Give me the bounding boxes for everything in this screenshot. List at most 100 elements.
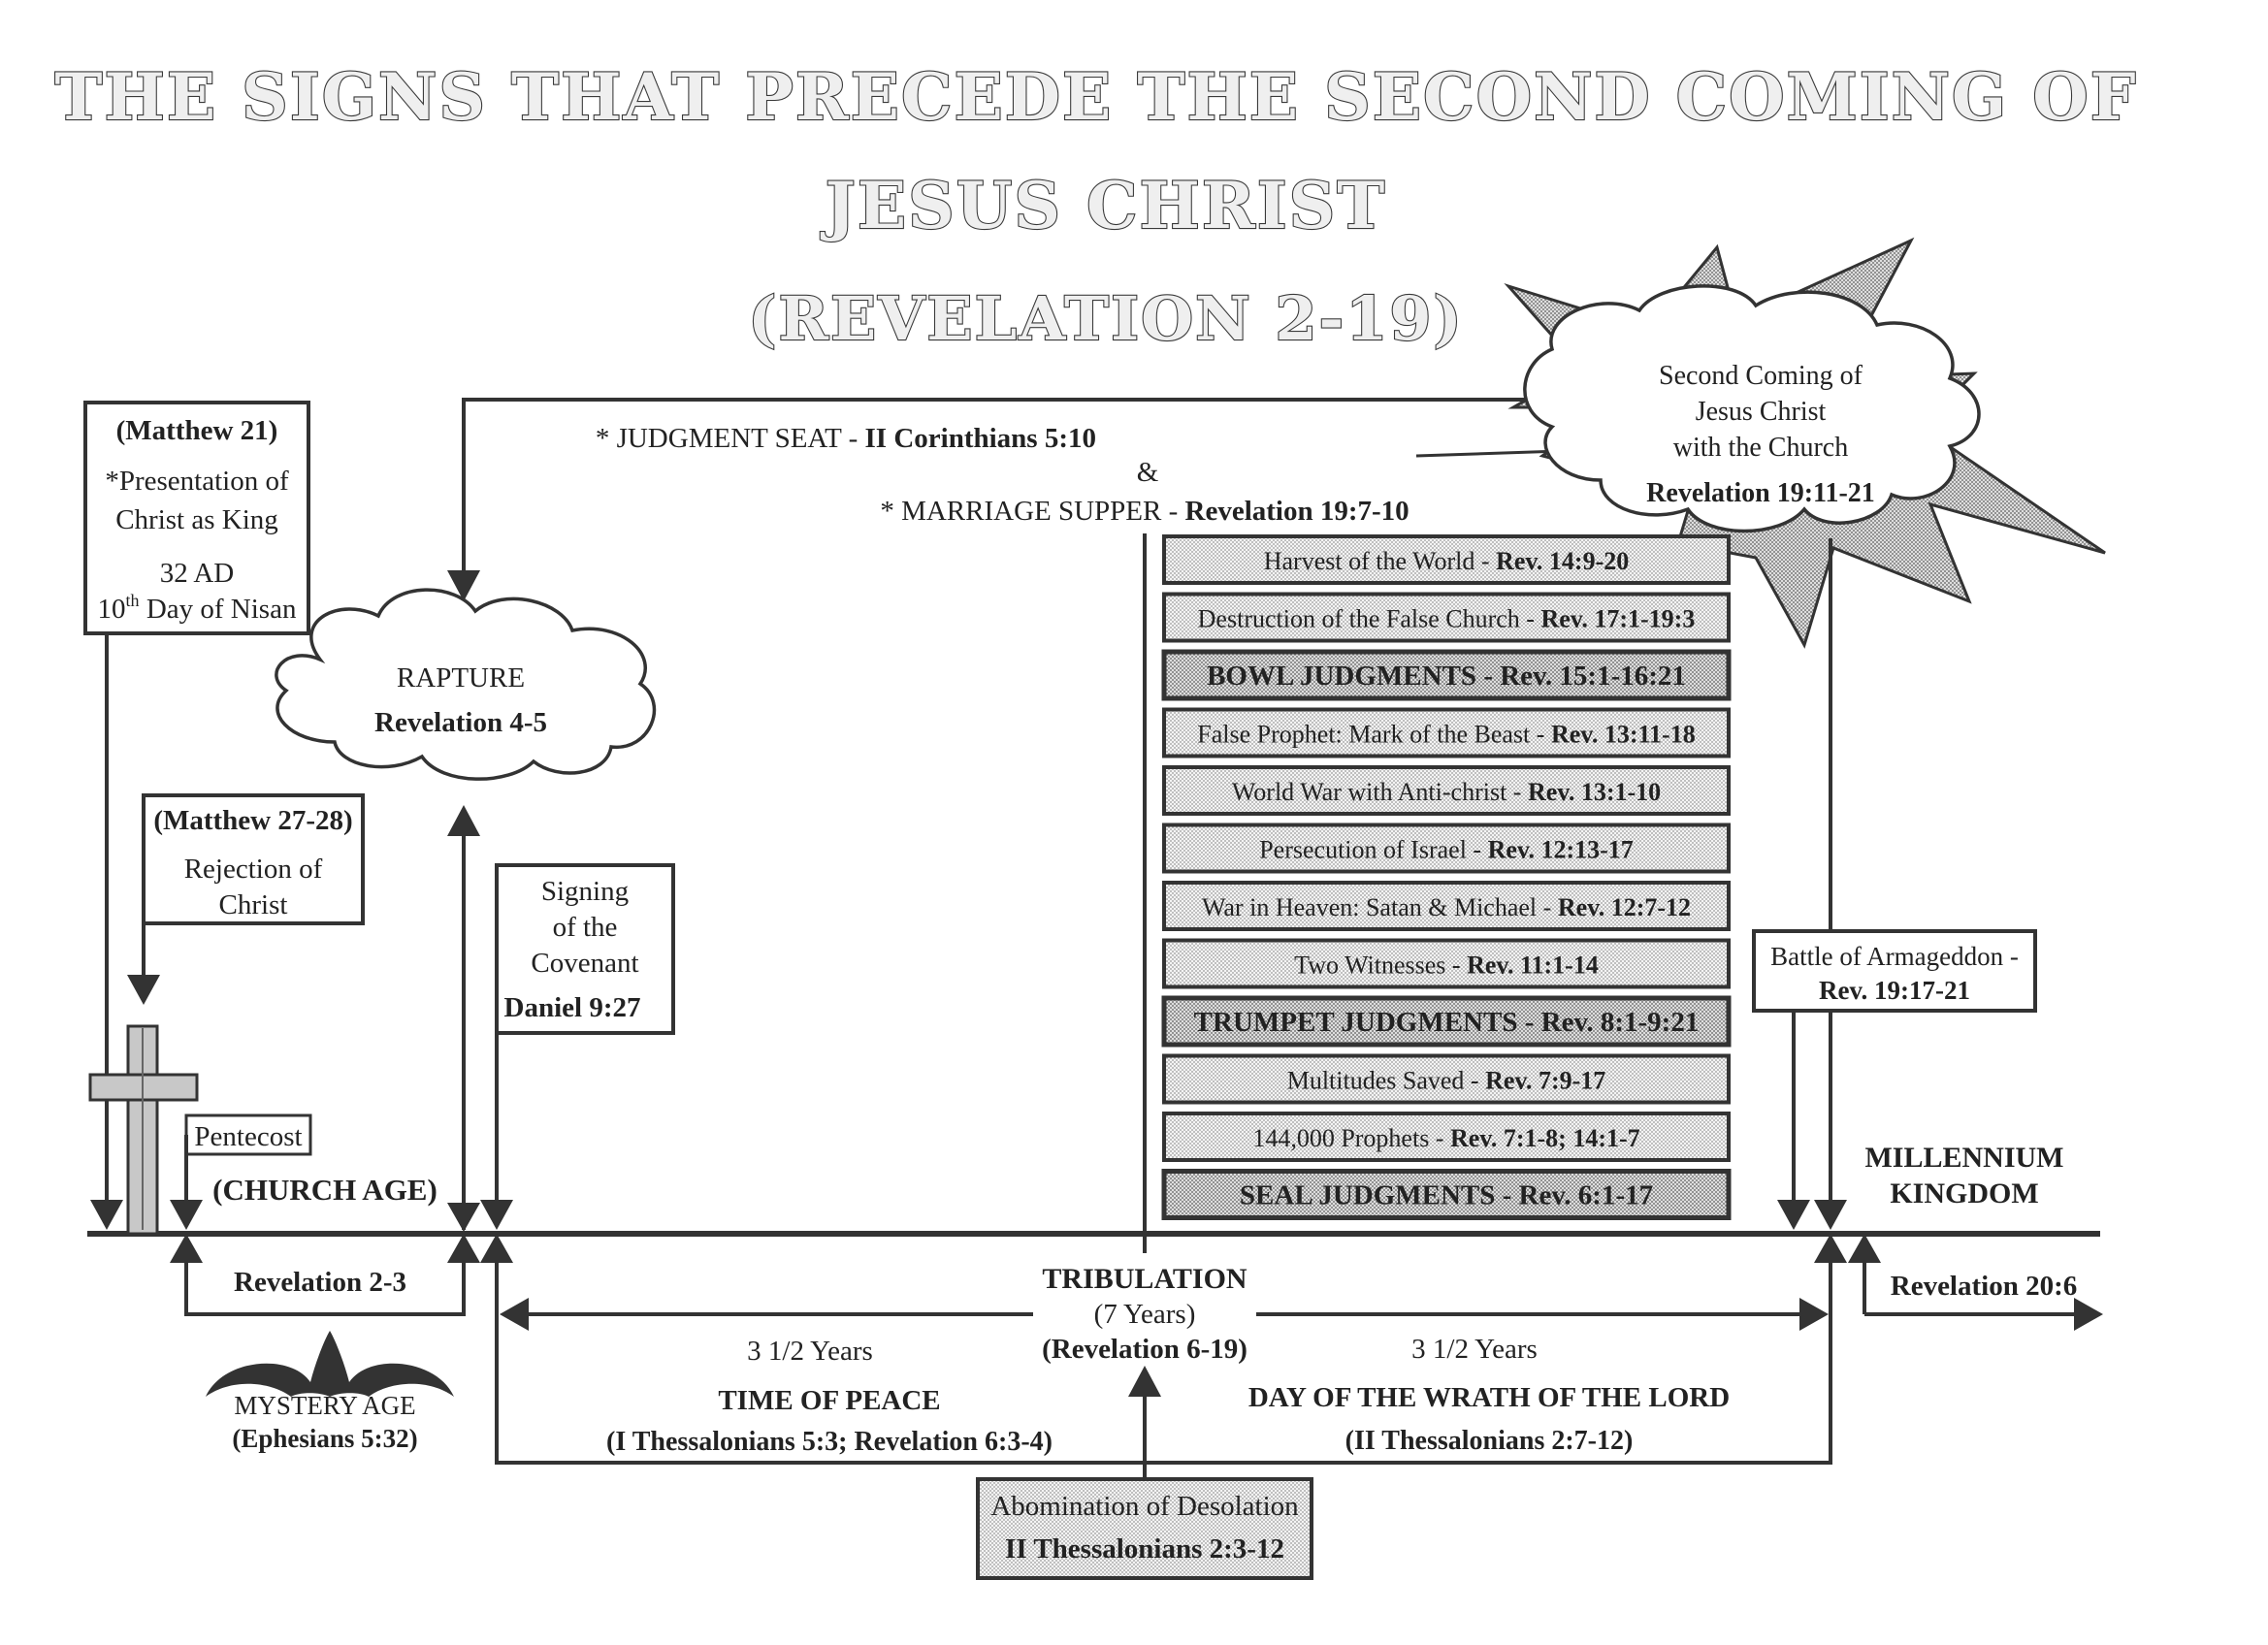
event-box-frame [1162,765,1731,816]
matthew-21-box [83,401,310,635]
second-coming-line-1: Second Coming of [1659,361,1863,391]
wrath-label: DAY OF THE WRATH OF THE LORD [1248,1382,1730,1413]
matthew-21-day-rest: Day of Nisan [140,594,297,625]
mystery-age-label: MYSTERY AGE [234,1391,415,1420]
matthew-21-ref: (Matthew 21) [116,415,278,446]
millennium-line-2: KINGDOM [1890,1177,2038,1210]
event-text: 144,000 Prophets - Rev. 7:1-8; 14:1-7 [1252,1124,1639,1152]
judgment-seat-text: * JUDGMENT SEAT - [596,423,865,454]
event-ref: Rev. 7:1-8; 14:1-7 [1450,1124,1640,1152]
first-half-years: 3 1/2 Years [747,1336,873,1367]
church-bracket-left-head [170,1234,203,1263]
matthew-21-line-4: 10th Day of Nisan [98,591,297,625]
event-box-frame [1162,938,1731,989]
millennium-up-arrow-head [1848,1234,1881,1263]
tribulation-ref: (Revelation 6-19) [1042,1334,1247,1365]
armageddon-arrow-head [1777,1200,1810,1230]
covenant-line-2: of the [553,912,618,943]
event-box: 144,000 Prophets - Rev. 7:1-8; 14:1-7 [1162,1112,1731,1162]
armageddon-box [1752,929,2037,1013]
rapture-label: RAPTURE [397,662,525,693]
church-bracket-right-head [447,1234,480,1263]
event-box: Two Witnesses - Rev. 11:1-14 [1162,938,1731,989]
event-box-frame [1162,534,1731,585]
matthew-27-line-1: Rejection of [184,854,323,885]
event-box: Destruction of the False Church - Rev. 1… [1162,592,1731,643]
mystery-age-brace [206,1331,454,1397]
event-label: War in Heaven: Satan & Michael - [1202,893,1558,921]
covenant-line-1: Signing [541,876,629,907]
event-box: Persecution of Israel - Rev. 12:13-17 [1162,822,1731,874]
event-label: 144,000 Prophets - [1252,1124,1450,1152]
event-box-frame [1162,822,1731,874]
covenant-line-3: Covenant [531,948,638,979]
armageddon-ref: Rev. 19:17-21 [1819,976,1970,1005]
tribulation-label: TRIBULATION [1042,1263,1247,1295]
second-half-years: 3 1/2 Years [1411,1334,1538,1365]
event-box-frame [1162,592,1731,643]
event-box: Harvest of the World - Rev. 14:9-20 [1162,534,1731,585]
church-age-label: (CHURCH AGE) [212,1173,437,1207]
rejection-arrow-head [127,975,160,1005]
second-coming-line-3: with the Church [1673,433,1848,463]
rapture-ref: Revelation 4-5 [374,707,547,738]
event-text: World War with Anti-christ - Rev. 13:1-1… [1232,778,1661,806]
rapture-down-arrow-head [447,1203,480,1232]
event-box: Multitudes Saved - Rev. 7:9-17 [1162,1053,1731,1105]
mystery-age-ref: (Ephesians 5:32) [232,1424,417,1453]
event-box: War in Heaven: Satan & Michael - Rev. 12… [1162,881,1731,931]
event-label: TRUMPET JUDGMENTS - [1194,1007,1541,1038]
marriage-supper-text: * MARRIAGE SUPPER - [880,496,1184,527]
matthew-21-line-1: *Presentation of [105,466,289,497]
matthew-27-box [142,793,365,925]
judgment-ampersand: & [1137,457,1159,488]
matthew-21-day-number: 10 [98,594,126,625]
event-ref: Rev. 15:1-16:21 [1500,661,1686,692]
judgment-star-connector [1415,449,1563,458]
event-label: World War with Anti-christ - [1232,778,1528,806]
event-box-frame [1162,1112,1731,1162]
event-text: Two Witnesses - Rev. 11:1-14 [1294,952,1599,980]
event-text: Destruction of the False Church - Rev. 1… [1198,605,1696,633]
event-label: SEAL JUDGMENTS - [1240,1180,1519,1211]
second-coming-line-2: Jesus Christ [1696,397,1827,427]
matthew-21-line-3: 32 AD [160,558,235,589]
marriage-supper-label: * MARRIAGE SUPPER - Revelation 19:7-10 [880,496,1409,527]
event-box: BOWL JUDGMENTS - Rev. 15:1-16:21 [1161,649,1732,701]
second-coming-ref: Revelation 19:11-21 [1646,478,1875,508]
judgment-seat-ref: II Corinthians 5:10 [865,423,1097,454]
time-of-peace-ref: (I Thessalonians 5:3; Revelation 6:3-4) [606,1427,1053,1457]
millennium-arrow-head [2074,1298,2103,1331]
title-line-1: THE SIGNS THAT PRECEDE THE SECOND COMING… [54,59,2137,135]
event-ref: Rev. 7:9-17 [1485,1067,1605,1095]
judgment-arrow-head [447,570,480,601]
event-text: Multitudes Saved - Rev. 7:9-17 [1287,1067,1606,1095]
title-line-2: JESUS CHRIST [821,168,1387,243]
covenant-arrow-head [480,1200,513,1230]
tribulation-span-right-head [1799,1298,1829,1331]
event-text: Harvest of the World - Rev. 14:9-20 [1264,547,1630,575]
event-box: TRUMPET JUDGMENTS - Rev. 8:1-9:21 [1161,995,1732,1048]
wrath-ref: (II Thessalonians 2:7-12) [1345,1426,1634,1456]
event-label: Persecution of Israel - [1259,836,1487,864]
millennium-line-1: MILLENNIUM [1864,1142,2063,1174]
pentecost-box [184,1113,312,1156]
event-text: TRUMPET JUDGMENTS - Rev. 8:1-9:21 [1194,1007,1700,1038]
event-ref: Rev. 17:1-19:3 [1540,605,1695,633]
second-coming-arrow-head [1814,1200,1847,1230]
second-coming-cloud [1523,284,1981,533]
event-box-frame [1162,1053,1731,1105]
event-label: Destruction of the False Church - [1198,605,1541,633]
event-ref: Rev. 13:1-10 [1528,778,1661,806]
abomination-label: Abomination of Desolation [990,1491,1299,1522]
event-ref: Rev. 12:7-12 [1558,893,1691,921]
rapture-cloud [275,588,657,781]
event-ref: Rev. 11:1-14 [1467,952,1599,980]
event-ref: Rev. 12:13-17 [1488,836,1634,864]
event-label: Harvest of the World - [1264,547,1496,575]
marriage-supper-ref: Revelation 19:7-10 [1185,496,1409,527]
event-box-frame [1161,995,1732,1048]
armageddon-line-1: Battle of Armageddon - [1770,942,2019,971]
event-text: BOWL JUDGMENTS - Rev. 15:1-16:21 [1207,661,1686,692]
